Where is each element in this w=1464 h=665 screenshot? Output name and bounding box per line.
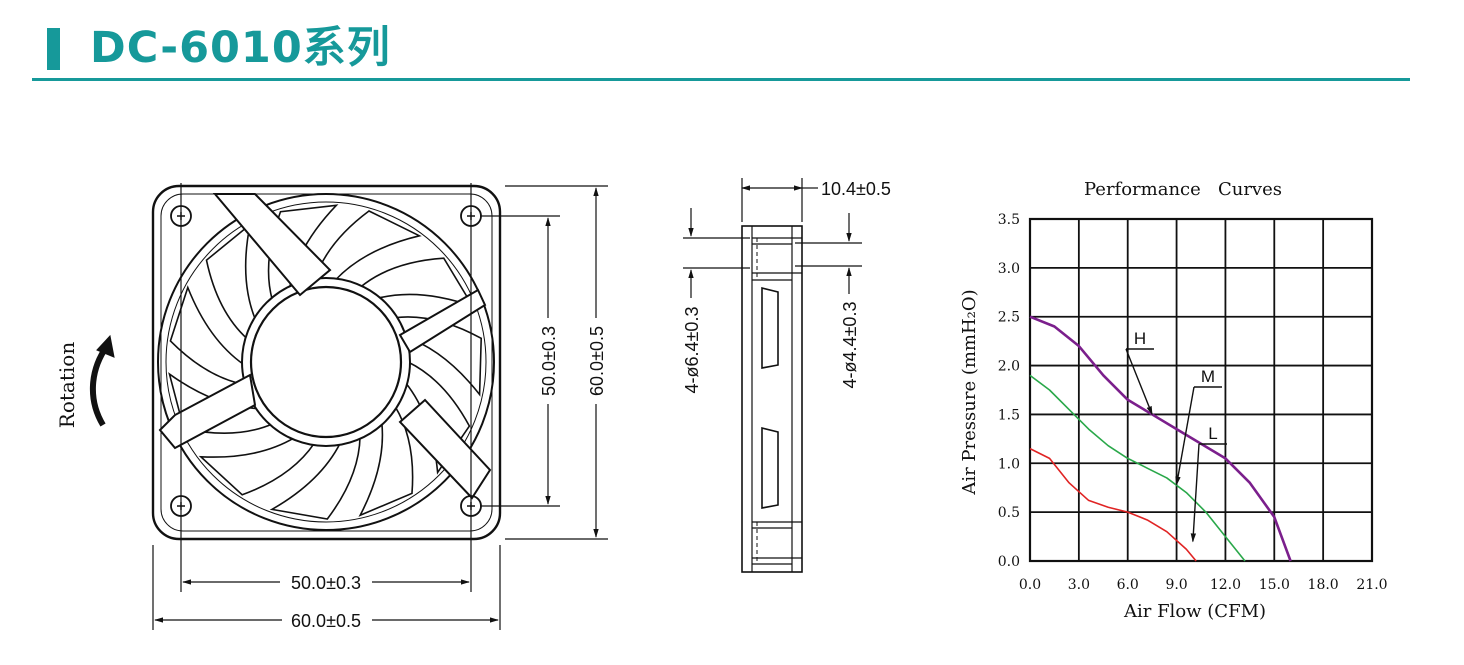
series-line-h [1029, 315, 1292, 562]
y-tick-label: 3.0 [998, 261, 1020, 277]
dim-overall-horizontal: 60.0±0.5 [291, 611, 361, 631]
x-tick-label: 18.0 [1308, 577, 1339, 593]
title-accent-bar [47, 28, 60, 70]
x-tick-label: 15.0 [1259, 577, 1290, 593]
rotation-arrow [90, 344, 110, 427]
y-axis-label: Air Pressure (mmH₂O) [959, 289, 980, 495]
fan-blade [198, 436, 316, 496]
performance-chart: Performance Curves Air Flow (CFM) Air Pr… [959, 179, 1388, 622]
y-tick-label: 1.0 [998, 456, 1020, 472]
side-view [683, 178, 862, 573]
y-tick-label: 1.5 [998, 407, 1020, 423]
x-axis-label: Air Flow (CFM) [1123, 601, 1266, 622]
dim-hole-spacing-vertical: 50.0±0.3 [539, 326, 559, 396]
venturi-ring [157, 193, 495, 531]
fan-blade [358, 404, 414, 517]
page-header: DC-6010系列 [0, 0, 1464, 84]
plot-area [1028, 217, 1374, 563]
fan-blade [269, 435, 361, 520]
dim-thickness: 10.4±0.5 [821, 179, 891, 199]
fan-blade [404, 360, 471, 475]
x-tick-label: 0.0 [1019, 577, 1041, 593]
rotation-label: Rotation [55, 342, 79, 429]
front-view [90, 183, 608, 630]
dim-overall-vertical: 60.0±0.5 [587, 326, 607, 396]
series-label-l: L [1208, 424, 1217, 443]
fan-hub [249, 285, 403, 439]
series-callout-leader [1190, 443, 1200, 543]
fan-frame-outer [151, 184, 502, 541]
fan-blade [205, 222, 257, 341]
chart-title: Performance Curves [1084, 179, 1282, 200]
y-tick-label: 0.5 [998, 505, 1020, 521]
x-tick-label: 12.0 [1210, 577, 1241, 593]
y-tick-label: 2.5 [998, 310, 1020, 326]
series-label-h: H [1134, 329, 1146, 348]
dim-hole-small: 4-ø4.4±0.3 [840, 302, 860, 389]
page-title: DC-6010系列 [90, 23, 391, 73]
y-tick-label: 2.0 [998, 359, 1020, 375]
header-divider [32, 78, 1410, 81]
x-tick-label: 21.0 [1356, 577, 1387, 593]
y-tick-label: 0.0 [998, 554, 1020, 570]
fan-blade [169, 285, 249, 387]
dim-hole-large: 4-ø6.4±0.3 [682, 307, 702, 394]
x-tick-label: 3.0 [1068, 577, 1090, 593]
y-tick-label: 3.5 [998, 212, 1020, 228]
series-label-m: M [1201, 367, 1215, 386]
series-callout-leader [1125, 348, 1153, 416]
x-tick-label: 6.0 [1117, 577, 1139, 593]
series-callout-leader [1175, 386, 1195, 486]
dim-hole-spacing-horizontal: 50.0±0.3 [291, 573, 361, 593]
series-line-m [1029, 374, 1246, 562]
fan-blade [313, 210, 422, 282]
frame-struts [158, 193, 492, 500]
x-tick-label: 9.0 [1165, 577, 1187, 593]
side-profile [741, 225, 803, 573]
series-line-l [1029, 447, 1197, 562]
